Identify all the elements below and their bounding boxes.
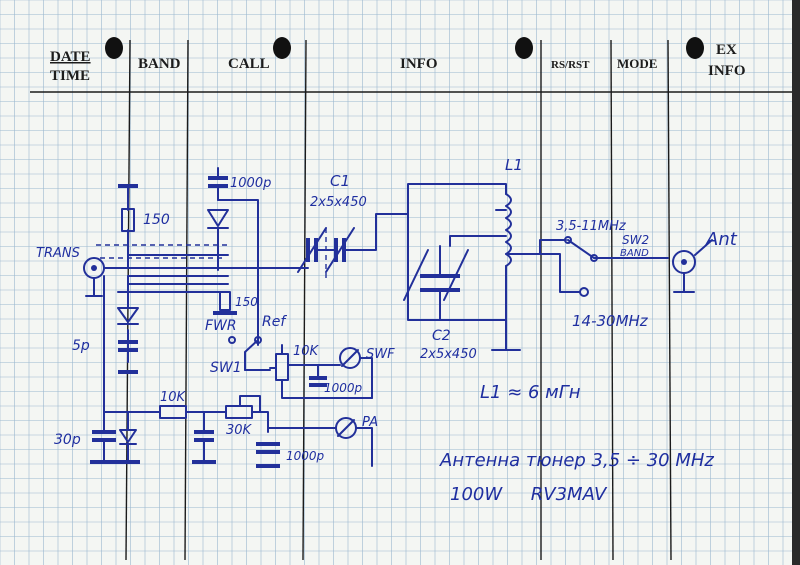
title-note: Антенна тюнер 3,5 ÷ 30 MHz (439, 450, 714, 471)
header-call: CALL (228, 56, 270, 72)
trans-ground (85, 277, 103, 297)
column-line-5 (610, 39, 614, 561)
sw1-contact-b (254, 336, 262, 344)
header-date: DATE (50, 49, 91, 65)
r150-top-label: 150 (143, 212, 170, 228)
header-band: BAND (138, 56, 181, 72)
r150-fwr-label: 150 (235, 295, 258, 309)
c1-arrows (297, 227, 355, 273)
trans-shield-dashes (96, 244, 230, 259)
mid-diode (117, 307, 139, 325)
r10k-b-label: 10K (160, 390, 187, 405)
sense-lines (117, 254, 229, 293)
l1-taps (449, 209, 567, 351)
sw2-lever (567, 239, 669, 259)
cap-1000p-pa-plates (256, 442, 280, 454)
pa-meter-needle (337, 419, 355, 437)
left-drop-wire (103, 275, 161, 413)
band-35-11-label: 3,5-11MHz (556, 219, 627, 234)
swf-meter-wires (317, 357, 373, 399)
punch-hole-1 (105, 37, 123, 59)
header-mode: MODE (617, 56, 657, 71)
swf-label: SWF (366, 347, 395, 362)
top-feedback-wire (217, 199, 259, 346)
swf-meter-needle (341, 349, 359, 367)
r150-top-body (121, 208, 135, 232)
sw1-contact-a (228, 336, 236, 344)
pot-30k-wiper (239, 395, 269, 433)
c1-value: 2x5x450 (310, 195, 367, 210)
pot-10k-a-label: 10K (293, 344, 320, 359)
pot-30k-label: 30K (226, 423, 253, 438)
r150-fwr-body (219, 291, 231, 311)
pa-label: PA (362, 415, 378, 430)
sw1-label: SW1 (210, 360, 242, 376)
trans-label: TRANS (36, 246, 80, 261)
cap-1000p-pa-label: 1000p (286, 449, 325, 463)
cap-5p-plates (118, 340, 138, 352)
bottom-diode (119, 411, 137, 463)
band-14-30-label: 14-30MHz (572, 312, 649, 330)
header-rs-rst: RS/RST (551, 59, 590, 71)
bottom-cap-plates (194, 430, 214, 442)
column-line-2 (184, 39, 189, 561)
cap-1000p-swf-plates (309, 376, 327, 387)
ref-label: Ref (262, 314, 287, 330)
pa-wire (267, 427, 373, 467)
column-line-3 (302, 39, 307, 561)
pot-10k-a-wiper (269, 344, 373, 399)
header-info: INFO (400, 56, 438, 72)
ant-stub (694, 239, 713, 256)
inductance-note: L1 ≈ 6 мГн (480, 382, 581, 403)
l1-frame (407, 183, 507, 321)
sw2-band-label: BAND (620, 248, 649, 259)
header-time: TIME (50, 68, 90, 84)
sw2-high-wire (539, 253, 581, 293)
l1-label: L1 (505, 156, 523, 174)
cap-1000p-swf-label: 1000p (324, 381, 363, 395)
c2-arrows (403, 249, 469, 301)
trans-connector-pin (91, 265, 97, 271)
ant-ground (673, 272, 695, 293)
ant-label: Ant (705, 229, 738, 250)
c1-label: C1 (330, 172, 350, 190)
schematic: 150 1000p 150 FWR Ref SW1 10K SWF 1000p (36, 156, 738, 505)
punch-hole-3 (515, 37, 533, 59)
punch-hole-2 (273, 37, 291, 59)
sw2-contact-low (564, 236, 572, 244)
dark-edge (792, 0, 800, 565)
column-line-6 (667, 39, 672, 561)
header-ex: EX (716, 42, 737, 58)
c2-label: C2 (432, 328, 451, 344)
fwr-label: FWR (205, 318, 237, 334)
power-callsign-note: 100W RV3MAV (450, 484, 608, 505)
sw1-lever (244, 339, 259, 371)
ant-connector-pin (681, 259, 687, 265)
punch-hole-4 (686, 37, 704, 59)
cap-5p-label: 5p (72, 338, 90, 354)
r10k-to-pot (185, 411, 227, 463)
pa-meter (335, 417, 357, 439)
sw2-label: SW2 (622, 233, 649, 247)
cap-1000p-top-label: 1000p (230, 176, 271, 191)
header-ex-info: INFO (708, 63, 746, 79)
c2-value: 2x5x450 (420, 347, 477, 362)
top-diode (207, 209, 229, 271)
cap-30p-label: 30p (54, 432, 81, 448)
